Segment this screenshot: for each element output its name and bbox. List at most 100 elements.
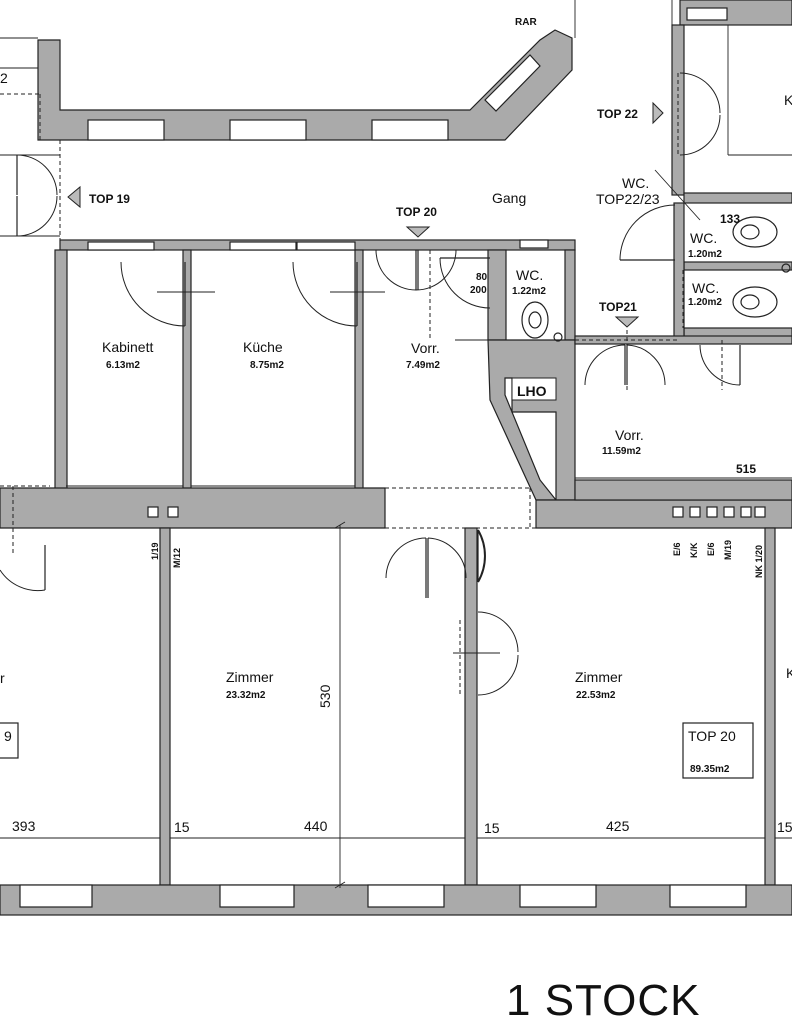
wc-a-label: WC. — [690, 230, 717, 246]
top19-label: TOP 19 — [89, 192, 130, 206]
left-column-wall — [54, 249, 68, 491]
dimension-lines — [334, 477, 792, 889]
room-lines — [0, 0, 792, 839]
windows — [19, 7, 747, 908]
window — [296, 241, 356, 251]
edge-fragment: 9 — [4, 728, 12, 744]
top20-box-area: 89.35m2 — [690, 764, 730, 775]
wc-small-area: 1.22m2 — [512, 286, 546, 297]
dim-440: 440 — [304, 818, 328, 834]
divider-wall-2 — [464, 527, 478, 886]
vorr-left-area: 7.49m2 — [406, 360, 440, 371]
divider-wall-3 — [764, 527, 776, 886]
zimmer-right-label: Zimmer — [575, 669, 623, 685]
vent-label: M/12 — [172, 548, 182, 568]
vent-label: M/19 — [723, 540, 733, 560]
wc-top2223-sub: TOP22/23 — [596, 191, 660, 207]
top20-marker-icon — [405, 226, 431, 238]
vent-label: K/K — [689, 542, 699, 558]
edge-fragment: K — [784, 92, 792, 108]
window — [219, 884, 295, 908]
main-cross-wall — [0, 487, 386, 529]
window — [367, 884, 445, 908]
kabinett-label: Kabinett — [102, 339, 153, 355]
vorr-right-label: Vorr. — [615, 427, 644, 443]
kueche-vorr-wall — [354, 249, 364, 491]
wc-small-label: WC. — [516, 267, 543, 283]
wc-top2223-label: WC. — [622, 175, 649, 191]
main-cross-wall-right — [535, 499, 792, 529]
vent-label: E/6 — [672, 542, 682, 556]
doors — [0, 72, 741, 696]
kueche-area: 8.75m2 — [250, 360, 284, 371]
top22-label: TOP 22 — [597, 107, 638, 121]
fixtures — [521, 169, 791, 342]
dashed-lines — [0, 73, 792, 695]
toilet-icon — [732, 216, 778, 248]
pipe-icon — [553, 332, 563, 342]
edge-fragment: r — [0, 670, 5, 686]
zimmer-mid-area: 23.32m2 — [226, 690, 266, 701]
window — [229, 241, 297, 251]
toilet-icon — [521, 301, 549, 339]
wc-small-wall — [487, 249, 507, 341]
dim-133: 133 — [720, 212, 740, 226]
lho-label: LHO — [517, 383, 547, 399]
vent-label: E/6 — [706, 542, 716, 556]
zimmer-mid-label: Zimmer — [226, 669, 274, 685]
top20-label: TOP 20 — [396, 205, 437, 219]
toilet-icon — [740, 224, 760, 240]
kabinett-area: 6.13m2 — [106, 360, 140, 371]
vent-label: NK 1/20 — [754, 545, 764, 578]
vent-label: 1/19 — [150, 542, 160, 560]
rar-label: RAR — [515, 17, 537, 28]
wc-small-dim-top: 80 — [476, 272, 488, 283]
dim-15-c: 15 — [777, 819, 792, 835]
top21-marker-icon — [614, 316, 640, 328]
lho-shaft — [511, 377, 557, 401]
dim-393: 393 — [12, 818, 36, 834]
wc-b-label: WC. — [692, 280, 719, 296]
wc-b-area: 1.20m2 — [688, 297, 722, 308]
vorr-right-top-wall — [574, 335, 792, 345]
vorr-right-area: 11.59m2 — [602, 446, 641, 457]
vent-box — [706, 506, 718, 518]
window — [519, 239, 549, 249]
divider-wall-1 — [159, 527, 171, 886]
vorr-left-label: Vorr. — [411, 340, 440, 356]
window — [519, 884, 597, 908]
top19-summary-box-fragment — [0, 722, 19, 759]
vent-box — [740, 506, 752, 518]
window — [87, 241, 155, 251]
top22-marker-icon — [652, 101, 664, 125]
top20-box-label: TOP 20 — [688, 728, 736, 744]
pipe-icon — [781, 263, 791, 273]
edge-fragment: K — [786, 665, 792, 681]
kabinett-kueche-wall — [182, 249, 192, 491]
vent-boxes — [147, 506, 766, 518]
window — [371, 119, 449, 141]
dim-530: 530 — [317, 684, 333, 708]
gang-label: Gang — [492, 190, 526, 206]
zimmer-right-area: 22.53m2 — [576, 690, 616, 701]
window — [686, 7, 728, 21]
toilet-icon — [740, 294, 760, 310]
toilet-icon — [732, 286, 778, 318]
dim-515: 515 — [736, 462, 756, 476]
top20-summary-box — [682, 722, 754, 779]
toilet-icon — [528, 311, 542, 329]
window — [484, 54, 541, 112]
vent-box — [672, 506, 684, 518]
edge-fragment: 2 — [0, 70, 8, 86]
window — [669, 884, 747, 908]
window — [229, 119, 307, 141]
dim-425: 425 — [606, 818, 630, 834]
floor-title: 1 STOCK — [506, 976, 701, 1025]
wc-small-dim-bottom: 200 — [470, 285, 487, 296]
kueche-label: Küche — [243, 339, 283, 355]
top19-marker-icon — [67, 185, 81, 209]
vent-box — [689, 506, 701, 518]
wc-small-right-wall — [564, 249, 576, 341]
vent-box — [723, 506, 735, 518]
top-exterior-wall — [37, 29, 573, 141]
